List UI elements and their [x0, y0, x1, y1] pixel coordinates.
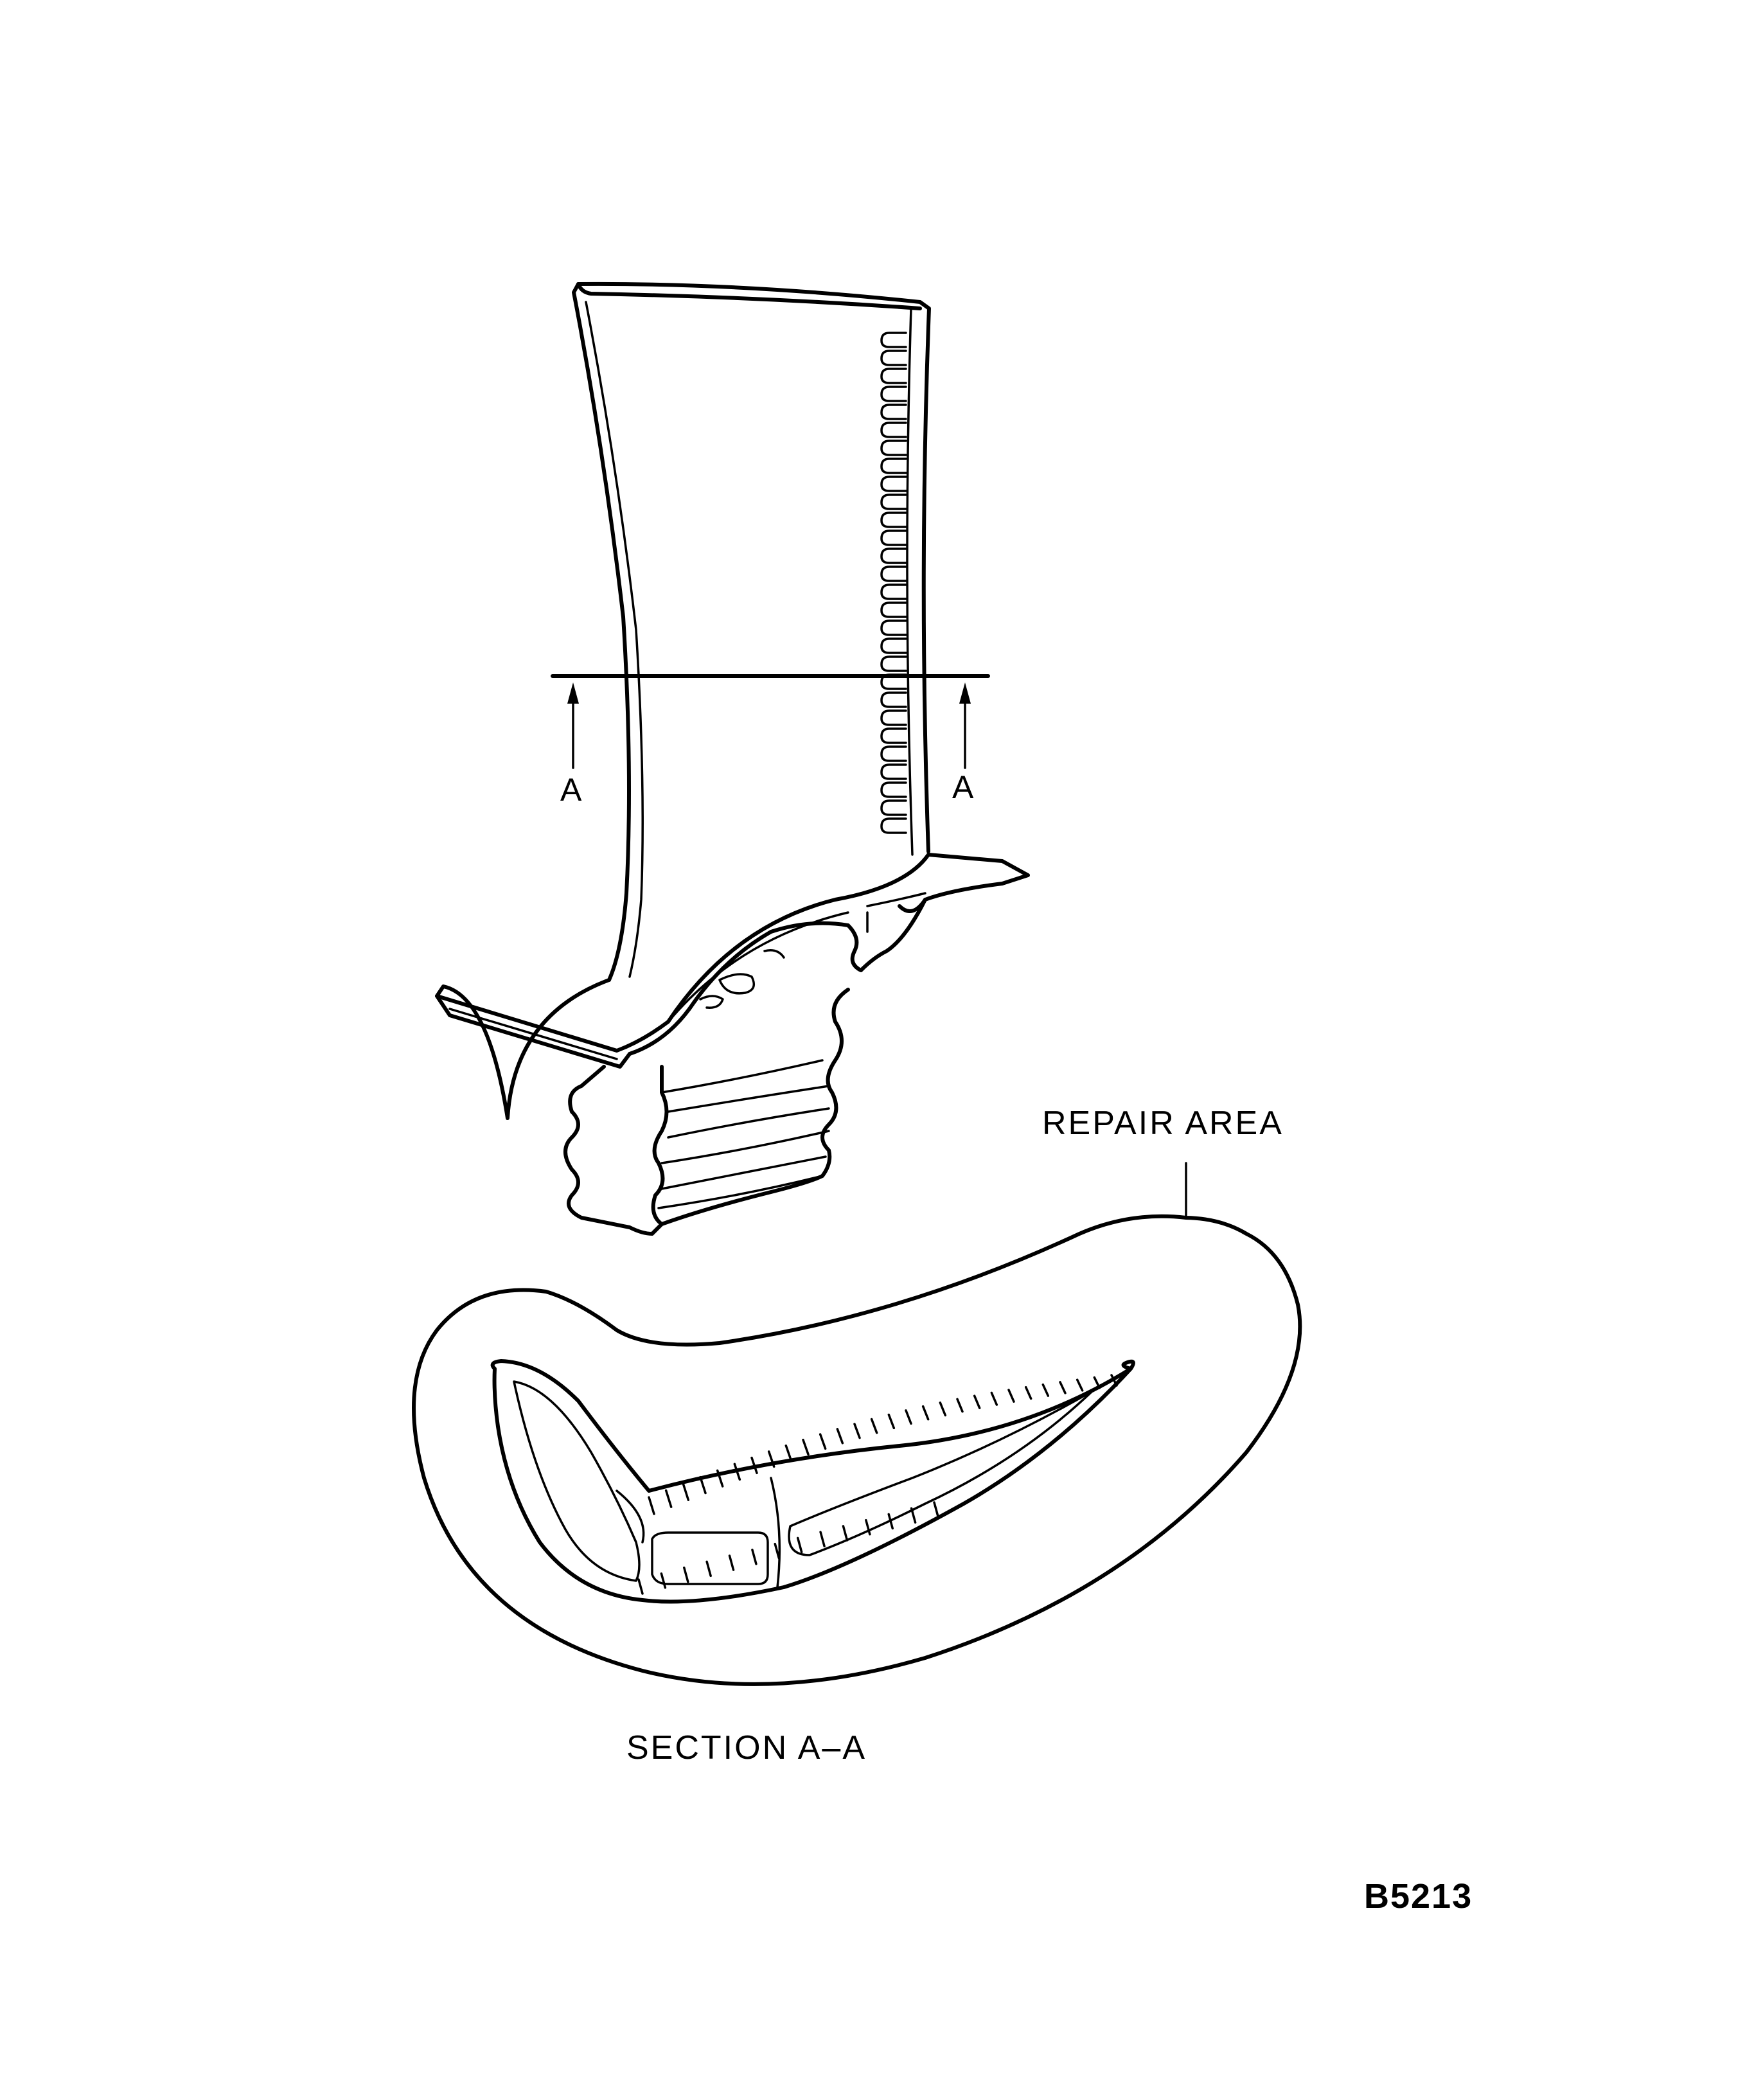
- hatch-line: [664, 1489, 673, 1508]
- hatch-line: [933, 1501, 939, 1518]
- cooling-slot: [880, 332, 907, 348]
- hatch-line: [921, 1405, 930, 1421]
- blade-platform: [435, 853, 1030, 1120]
- cooling-slot: [880, 619, 907, 636]
- hatch-line: [819, 1531, 826, 1547]
- hatch-line: [990, 1391, 998, 1406]
- turbine-blade: [435, 281, 1030, 1236]
- hatch-line: [887, 1413, 896, 1430]
- hatch-line: [774, 1542, 781, 1560]
- hatch-line: [836, 1428, 844, 1445]
- figure-number: B5213: [1364, 1877, 1473, 1916]
- airfoil-cross-section: [490, 1359, 1135, 1604]
- hatch-line: [733, 1463, 741, 1481]
- cooling-slot: [880, 386, 907, 402]
- cooling-slot: [880, 529, 907, 546]
- hatch-line: [1093, 1376, 1101, 1389]
- blade-root: [563, 988, 850, 1236]
- hatch-line: [1059, 1381, 1067, 1394]
- hatch-line: [956, 1398, 964, 1413]
- section-arrow-right-label: A: [952, 769, 974, 805]
- section-outer: [490, 1359, 1135, 1604]
- hatch-line: [683, 1566, 689, 1583]
- cooling-slot: [880, 655, 907, 672]
- section-title: SECTION A–A: [626, 1729, 867, 1766]
- hatch-line: [853, 1423, 861, 1439]
- cooling-slot: [880, 440, 907, 456]
- cooling-slot: [880, 565, 907, 582]
- hatch-line: [716, 1469, 724, 1488]
- hatch-line: [637, 1578, 644, 1595]
- cooling-slot: [880, 512, 907, 528]
- hatch-line: [682, 1482, 690, 1502]
- hatch-line: [660, 1572, 667, 1589]
- cooling-slot: [880, 637, 907, 654]
- hatch-line: [910, 1507, 917, 1524]
- cooling-slot: [880, 727, 907, 744]
- cooling-slot: [880, 691, 907, 708]
- hatch-line: [939, 1401, 947, 1417]
- cooling-slot: [880, 458, 907, 474]
- hatch-line: [1007, 1389, 1015, 1403]
- cooling-slot: [880, 583, 907, 600]
- hatch-line: [705, 1560, 712, 1578]
- hatch-line: [905, 1409, 912, 1425]
- cooling-slot: [880, 601, 907, 618]
- hatch-line: [796, 1536, 803, 1554]
- section-arrow-left: [567, 682, 579, 769]
- hatch-line: [699, 1475, 707, 1495]
- cooling-slot: [880, 368, 907, 384]
- hatch-line: [973, 1394, 981, 1409]
- hatch-line: [870, 1418, 878, 1434]
- cooling-slot: [880, 404, 907, 420]
- section-hatching: [637, 1374, 1118, 1595]
- cooling-slots: [880, 332, 907, 834]
- cooling-slot: [880, 763, 907, 780]
- section-arrow-right: [959, 682, 971, 769]
- hatch-line: [767, 1450, 775, 1468]
- cooling-slot: [880, 799, 907, 816]
- cooling-slot: [880, 781, 907, 798]
- hatch-line: [1110, 1374, 1118, 1387]
- cooling-slot: [880, 422, 907, 438]
- repair-area-label: REPAIR AREA: [1042, 1105, 1284, 1142]
- cooling-slot: [880, 476, 907, 492]
- cooling-slot: [880, 817, 907, 834]
- hatch-line: [750, 1456, 758, 1475]
- blade-airfoil: [572, 281, 931, 982]
- repair-area: [412, 1162, 1302, 1686]
- hatch-line: [1076, 1378, 1084, 1392]
- hatch-line: [819, 1433, 827, 1450]
- repair-area-outline: [412, 1214, 1302, 1686]
- cooling-slot: [880, 547, 907, 564]
- cooling-slot: [880, 494, 907, 510]
- hatch-line: [1024, 1385, 1032, 1400]
- hatch-line: [887, 1513, 894, 1530]
- section-arrow-left-label: A: [560, 772, 582, 808]
- hatch-line: [1041, 1383, 1050, 1397]
- cooling-slot: [880, 350, 907, 366]
- hatch-line: [802, 1438, 810, 1456]
- hatch-line: [751, 1549, 757, 1565]
- hatch-line: [842, 1525, 849, 1542]
- hatch-line: [784, 1444, 793, 1462]
- hatch-line: [865, 1518, 871, 1536]
- hatch-line: [728, 1554, 735, 1571]
- hatch-line: [648, 1496, 655, 1515]
- cooling-slot: [880, 745, 907, 762]
- cooling-slot: [880, 709, 907, 726]
